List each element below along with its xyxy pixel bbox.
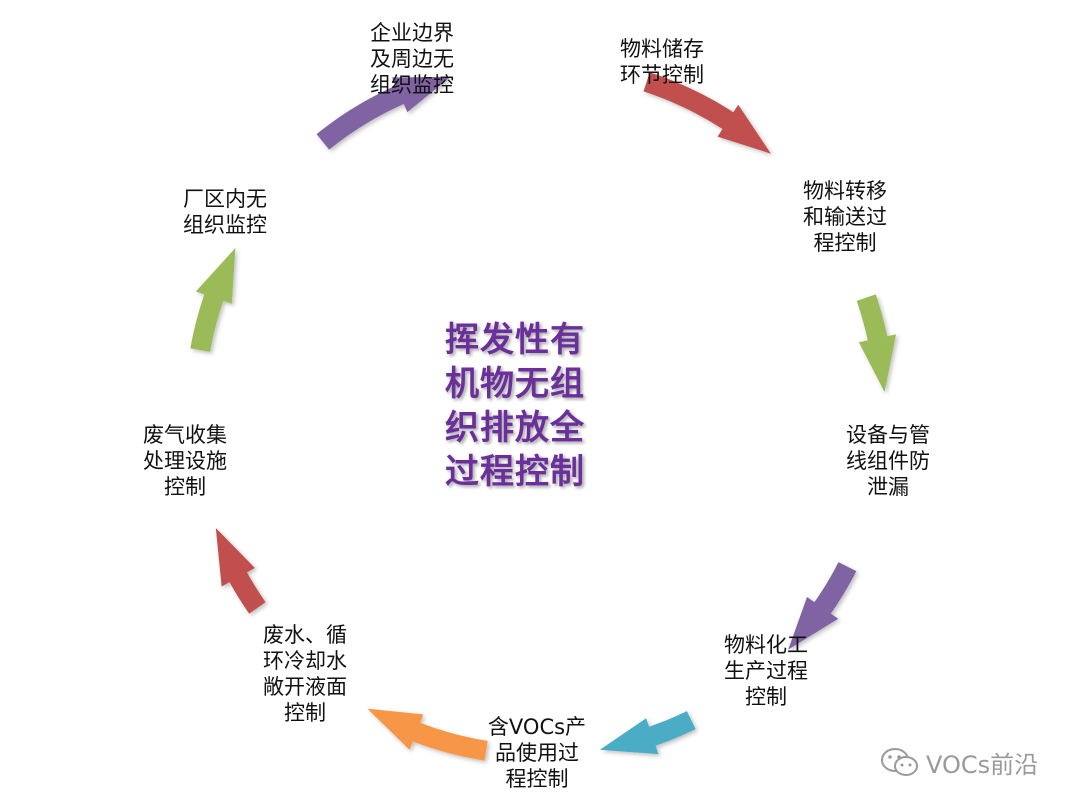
- node-exhaust-treatment: 废气收集 处理设施 控制: [143, 423, 227, 499]
- arrow-production-to-products: [599, 711, 696, 755]
- node-voc-products: 含VOCs产 品使用过 程控制: [487, 715, 587, 791]
- node-chemical-production: 物料化工 生产过程 控制: [724, 633, 808, 709]
- arrow-wastewater-to-exhaust: [215, 527, 266, 614]
- arrow-products-to-wastewater: [367, 708, 488, 761]
- node-plant-monitoring: 厂区内无 组织监控: [183, 187, 267, 237]
- arrow-plant-to-boundary: [316, 76, 451, 150]
- wechat-icon: [881, 747, 918, 776]
- center-title: 挥发性有 机物无组 织排放全 过程控制: [445, 320, 585, 492]
- node-material-storage: 物料储存 环节控制: [620, 37, 704, 87]
- node-wastewater-cooling: 废水、循 环冷却水 敞开液面 控制: [263, 623, 347, 725]
- watermark-text: VOCs前沿: [926, 751, 1039, 779]
- node-material-transfer: 物料转移 和输送过 程控制: [803, 179, 887, 255]
- node-equipment-leak: 设备与管 线组件防 泄漏: [846, 423, 930, 499]
- arrow-storage-to-transfer: [643, 72, 771, 154]
- arrow-transfer-to-equipment: [856, 294, 897, 392]
- arrow-exhaust-to-plant: [190, 248, 236, 352]
- node-boundary-monitoring: 企业边界 及周边无 组织监控: [370, 21, 454, 97]
- watermark: VOCs前沿: [880, 745, 1038, 780]
- arrow-equipment-to-production: [788, 562, 857, 650]
